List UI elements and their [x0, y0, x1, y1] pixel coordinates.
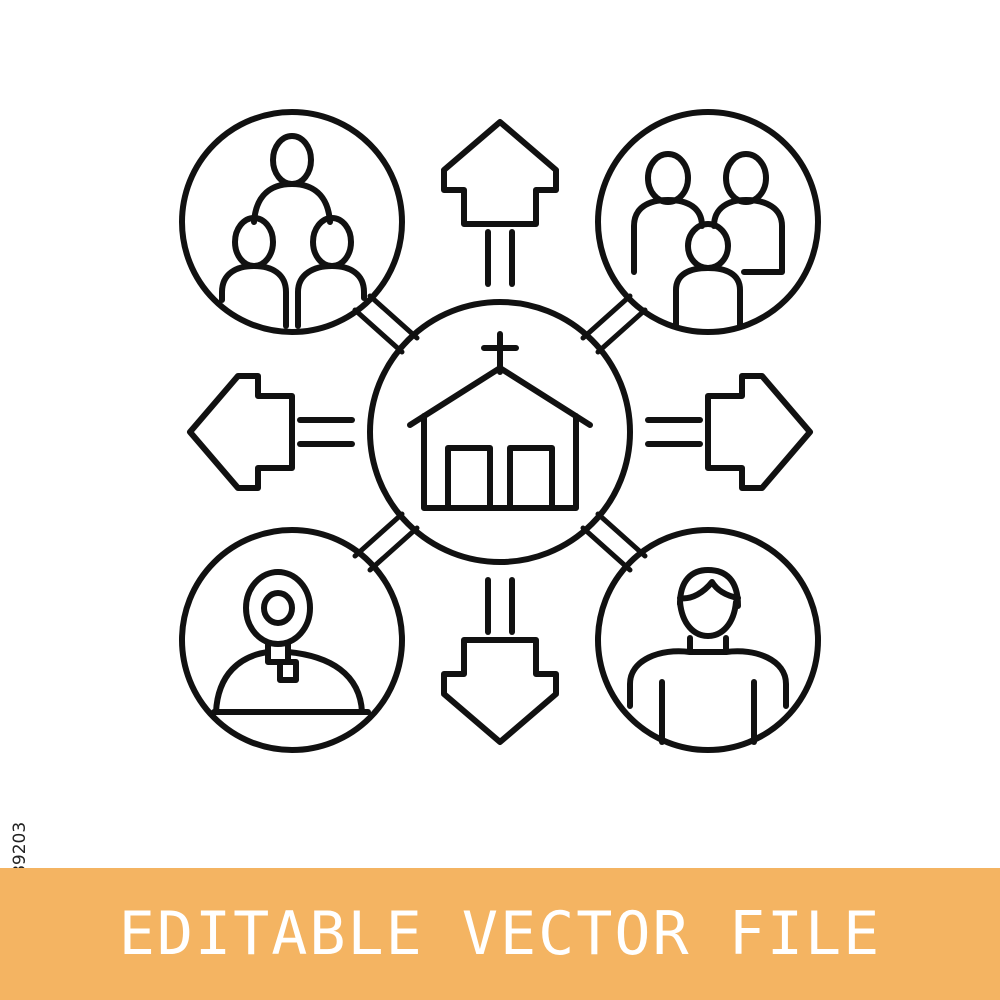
- connector-lines: [352, 293, 648, 573]
- arrow-up-icon: [441, 119, 559, 287]
- church-icon: [367, 299, 633, 565]
- banner-text: EDITABLE VECTOR FILE: [118, 899, 882, 969]
- arrow-right-icon: [645, 373, 813, 491]
- editable-vector-banner: EDITABLE VECTOR FILE: [0, 868, 1000, 1000]
- person-icon: [595, 527, 821, 753]
- church-community-illustration: [179, 109, 821, 753]
- community-group-icon: [595, 109, 821, 335]
- priest-icon: [179, 527, 405, 753]
- arrow-left-icon: [187, 373, 355, 491]
- family-group-icon: [179, 109, 405, 335]
- arrow-down-icon: [441, 577, 559, 745]
